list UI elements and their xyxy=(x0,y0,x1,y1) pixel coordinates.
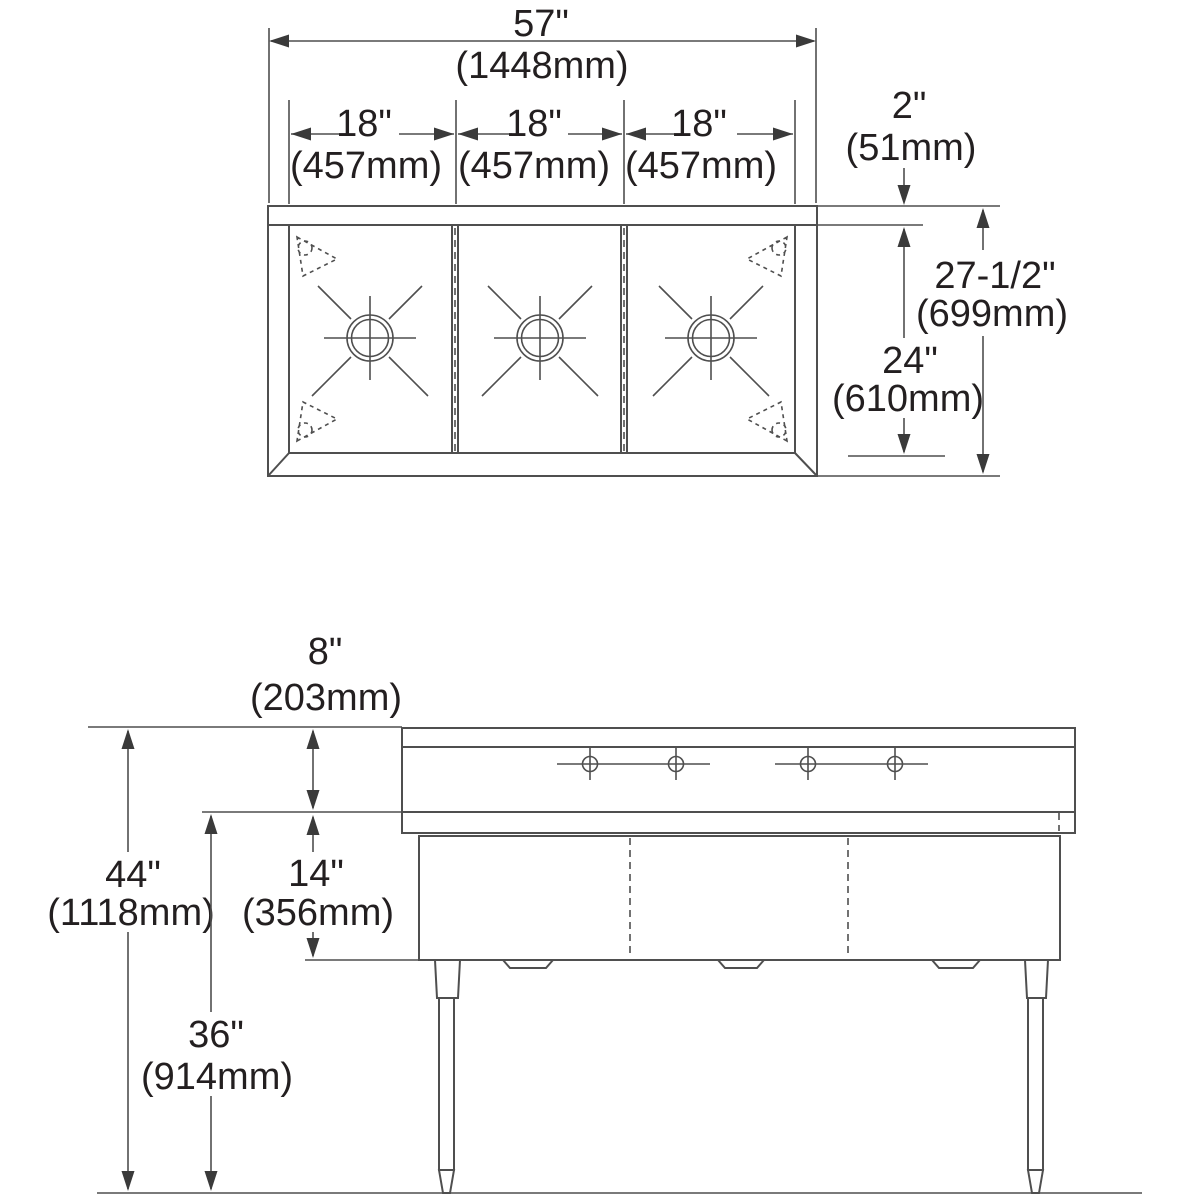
dim-backsplash-depth: 2" (51mm) xyxy=(817,85,1000,226)
drain-symbol xyxy=(481,285,599,397)
plan-divider-centerlines xyxy=(454,228,625,451)
dim-bowl-depth-front: 14" (356mm) xyxy=(242,815,394,958)
plan-outer-rim xyxy=(267,205,818,477)
dim-overall-height: 44" (1118mm) xyxy=(47,729,215,1191)
faucet-holes xyxy=(557,748,928,780)
sink-plan-outline xyxy=(267,205,818,477)
plan-inner-walls xyxy=(288,225,796,454)
dim-overall-width-in: 57" xyxy=(513,3,569,45)
dim-comp3-mm: (457mm) xyxy=(625,145,777,187)
right-foot xyxy=(1026,1169,1045,1194)
dim-bowl-plan-mm: (610mm) xyxy=(832,378,984,420)
front-apron xyxy=(401,727,1076,834)
reference-lines xyxy=(88,726,1142,1194)
dim-floor-to-rim: 36" (914mm) xyxy=(141,814,293,1191)
right-leg xyxy=(1023,959,1050,1194)
faucet-hole xyxy=(667,755,685,773)
faucet-hole xyxy=(581,755,599,773)
dim-splash-mm: (203mm) xyxy=(250,677,402,719)
dim-comp1-mm: (457mm) xyxy=(290,145,442,187)
dim-overall-depth-in: 27-1/2" xyxy=(934,255,1055,297)
dim-height-in: 44" xyxy=(105,854,161,896)
plan-dividers xyxy=(451,225,628,453)
corner-bracket xyxy=(296,401,338,442)
drain-symbol xyxy=(652,285,770,397)
dim-comp1-in: 18" xyxy=(336,103,392,145)
drain-bosses xyxy=(502,959,981,969)
faucet-hole xyxy=(799,755,817,773)
dim-comp2-in: 18" xyxy=(506,103,562,145)
dim-backsplash-mm: (51mm) xyxy=(846,127,977,169)
top-view: 57" (1448mm) 18" 18" 18" (457mm) (457mm)… xyxy=(267,3,1068,477)
front-apron-lines xyxy=(402,746,1075,813)
corner-bracket xyxy=(746,401,788,442)
dim-bowl-plan-in: 24" xyxy=(882,340,938,382)
dim-splash-height: 8" (203mm) xyxy=(250,631,402,810)
dim-backsplash-in: 2" xyxy=(892,85,927,127)
front-view: 8" (203mm) 14" (356mm) 44" (1118mm) 36" … xyxy=(47,631,1142,1194)
dim-bowl-front-mm: (356mm) xyxy=(242,892,394,934)
faucet-hole xyxy=(886,755,904,773)
dim-overall-width-mm: (1448mm) xyxy=(455,45,628,87)
plan-front-bevels xyxy=(267,452,818,477)
dim-bowl-depth-plan: 24" (610mm) xyxy=(832,227,984,457)
dim-overall-depth: 27-1/2" (699mm) xyxy=(817,208,1068,477)
dim-bowl-front-in: 14" xyxy=(288,853,344,895)
front-hidden-lines xyxy=(629,813,1060,958)
left-foot xyxy=(437,1169,456,1194)
dim-height-mm: (1118mm) xyxy=(47,892,215,934)
corner-bracket xyxy=(296,236,338,277)
drain-symbol xyxy=(311,285,429,397)
dim-compartments: 18" 18" 18" (457mm) (457mm) (457mm) xyxy=(288,100,796,204)
dim-rim-in: 36" xyxy=(188,1014,244,1056)
dim-rim-mm: (914mm) xyxy=(141,1056,293,1098)
front-bowl-box xyxy=(418,835,1061,961)
dim-overall-width: 57" (1448mm) xyxy=(268,3,817,203)
sink-front-outline xyxy=(401,727,1076,961)
left-leg xyxy=(433,959,462,1194)
dim-comp2-mm: (457mm) xyxy=(458,145,610,187)
dim-overall-depth-mm: (699mm) xyxy=(916,293,1068,335)
dim-splash-in: 8" xyxy=(308,631,343,673)
dim-comp3-in: 18" xyxy=(671,103,727,145)
corner-bracket xyxy=(746,236,788,277)
